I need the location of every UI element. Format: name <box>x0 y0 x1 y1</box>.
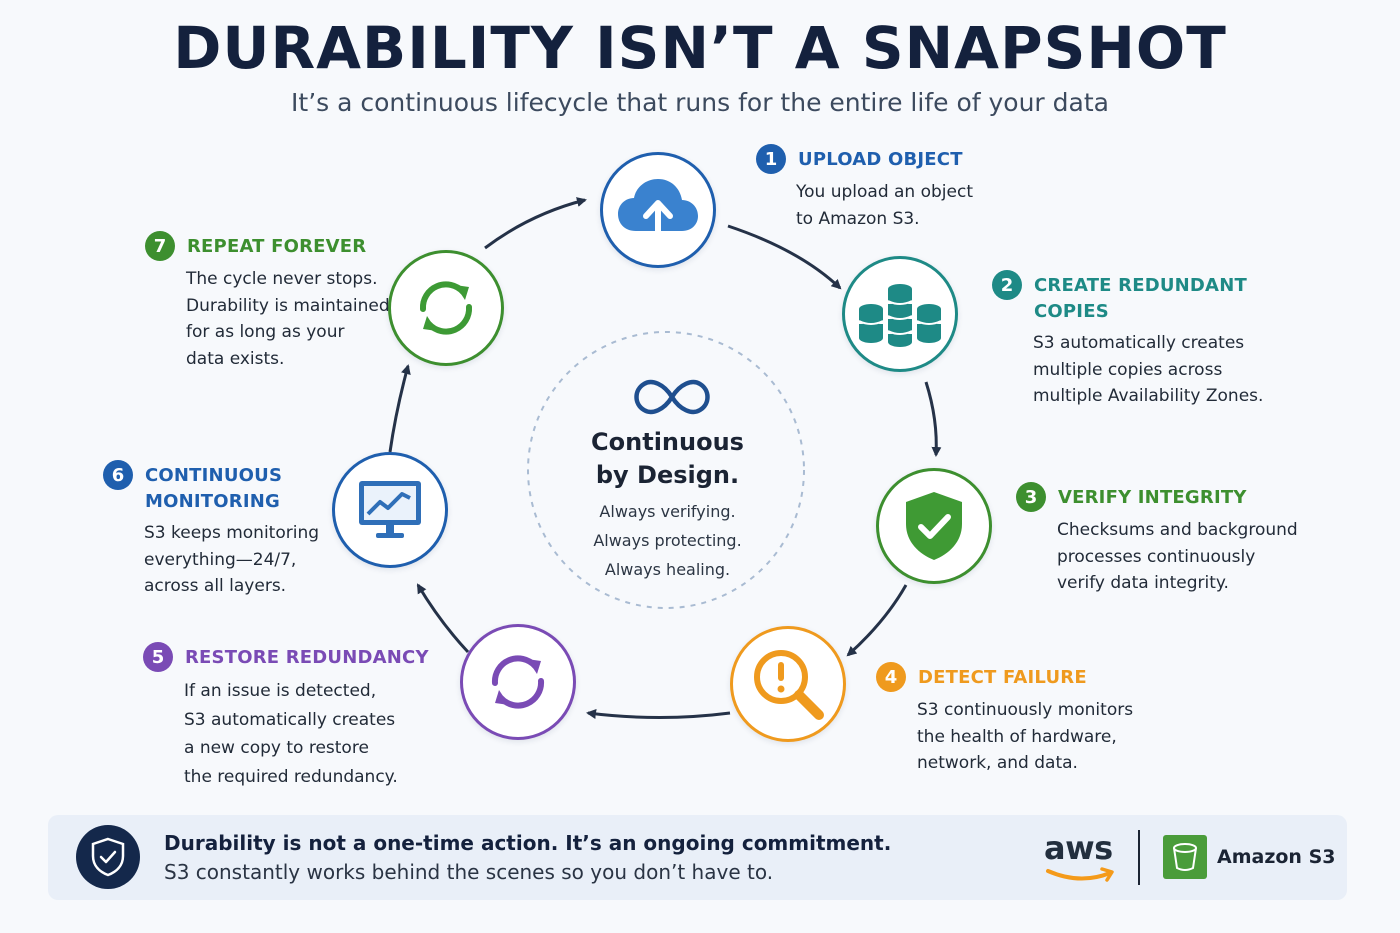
step-description: Checksums and background processes conti… <box>1057 520 1298 593</box>
step-number-badge: 3 <box>1016 482 1046 512</box>
step-number-badge: 6 <box>103 460 133 490</box>
node-repeat-forever <box>388 250 504 366</box>
step-description: S3 continuously monitors the health of h… <box>917 700 1134 773</box>
step-number-badge: 4 <box>876 662 906 692</box>
arrow-5-to-6 <box>416 583 470 654</box>
footer-divider <box>1138 830 1140 885</box>
infinity-icon <box>634 379 710 415</box>
step-title: VERIFY INTEGRITY <box>1058 487 1247 508</box>
step-2: 2 CREATE REDUNDANT COPIES S3 automatical… <box>992 270 1292 410</box>
arrow-7-to-1 <box>484 197 587 250</box>
node-continuous-monitoring <box>332 452 448 568</box>
step-4: 4 DETECT FAILURE S3 continuously monitor… <box>876 662 1156 777</box>
arrow-3-to-4 <box>846 584 908 657</box>
node-verify-integrity <box>876 468 992 584</box>
step-3: 3 VERIFY INTEGRITY Checksums and backgro… <box>1016 482 1306 597</box>
aws-smile-icon <box>1046 867 1114 882</box>
arrow-1-to-2 <box>727 224 842 290</box>
step-title: RESTORE REDUNDANCY <box>185 647 429 668</box>
step-5: 5 RESTORE REDUNDANCY If an issue is dete… <box>143 642 433 791</box>
aws-logo-text: aws <box>1044 829 1113 867</box>
page-title: DURABILITY ISN’T A SNAPSHOT <box>173 14 1227 82</box>
center-line-healing: Always healing. <box>604 560 731 579</box>
step-description: If an issue is detected, S3 automaticall… <box>184 681 398 787</box>
database-stacks-icon <box>858 284 942 347</box>
step-description: You upload an object to Amazon S3. <box>796 182 973 229</box>
amazon-s3-label: Amazon S3 <box>1217 846 1336 868</box>
footer-subline: S3 constantly works behind the scenes so… <box>164 860 774 884</box>
node-detect-failure <box>730 626 846 742</box>
cloud-upload-icon <box>618 179 698 242</box>
step-title: UPLOAD OBJECT <box>798 149 963 170</box>
page-subtitle: It’s a continuous lifecycle that runs fo… <box>291 88 1109 117</box>
step-6: 6 CONTINUOUS MONITORING S3 keeps monitor… <box>103 460 333 600</box>
center-title: Continuous by Design. <box>591 428 744 489</box>
step-title: REPEAT FOREVER <box>187 236 367 257</box>
step-7: 7 REPEAT FOREVER The cycle never stops. … <box>145 231 395 372</box>
step-number-badge: 1 <box>756 144 786 174</box>
footer-shield <box>76 825 140 889</box>
step-title: CONTINUOUS MONITORING <box>145 465 283 512</box>
step-title: CREATE REDUNDANT COPIES <box>1034 275 1247 322</box>
aws-logo: aws <box>1044 829 1116 885</box>
center-dashed-circle <box>527 331 805 609</box>
s3-bucket-icon <box>1163 835 1207 879</box>
footer-headline: Durability is not a one-time action. It’… <box>164 831 892 855</box>
cycle-arrows-icon <box>419 281 473 335</box>
node-restore-redundancy <box>460 624 576 740</box>
step-title: DETECT FAILURE <box>918 667 1087 688</box>
arrow-4-to-5 <box>586 709 731 719</box>
node-create-copies <box>842 256 958 372</box>
step-description: The cycle never stops. Durability is mai… <box>186 269 390 369</box>
shield-check-icon <box>906 492 962 560</box>
monitor-chart-icon <box>359 481 421 538</box>
refresh-icon <box>491 655 545 709</box>
magnifier-alert-icon <box>754 650 824 720</box>
center-line-protecting: Always protecting. <box>593 531 742 550</box>
center-line-verifying: Always verifying. <box>599 502 736 521</box>
step-number-badge: 7 <box>145 231 175 261</box>
footer-banner: Durability is not a one-time action. It’… <box>48 815 1347 900</box>
step-number-badge: 5 <box>143 642 173 672</box>
step-description: S3 automatically creates multiple copies… <box>1033 333 1264 406</box>
step-description: S3 keeps monitoring everything—24/7, acr… <box>144 523 320 596</box>
arrow-6-to-7 <box>388 364 411 453</box>
step-number-badge: 2 <box>992 270 1022 300</box>
node-upload-object <box>600 152 716 268</box>
bucket-icon <box>1173 843 1197 871</box>
step-1: 1 UPLOAD OBJECT You upload an object to … <box>756 144 996 232</box>
arrow-2-to-3 <box>924 381 942 457</box>
shield-check-icon <box>91 837 125 877</box>
